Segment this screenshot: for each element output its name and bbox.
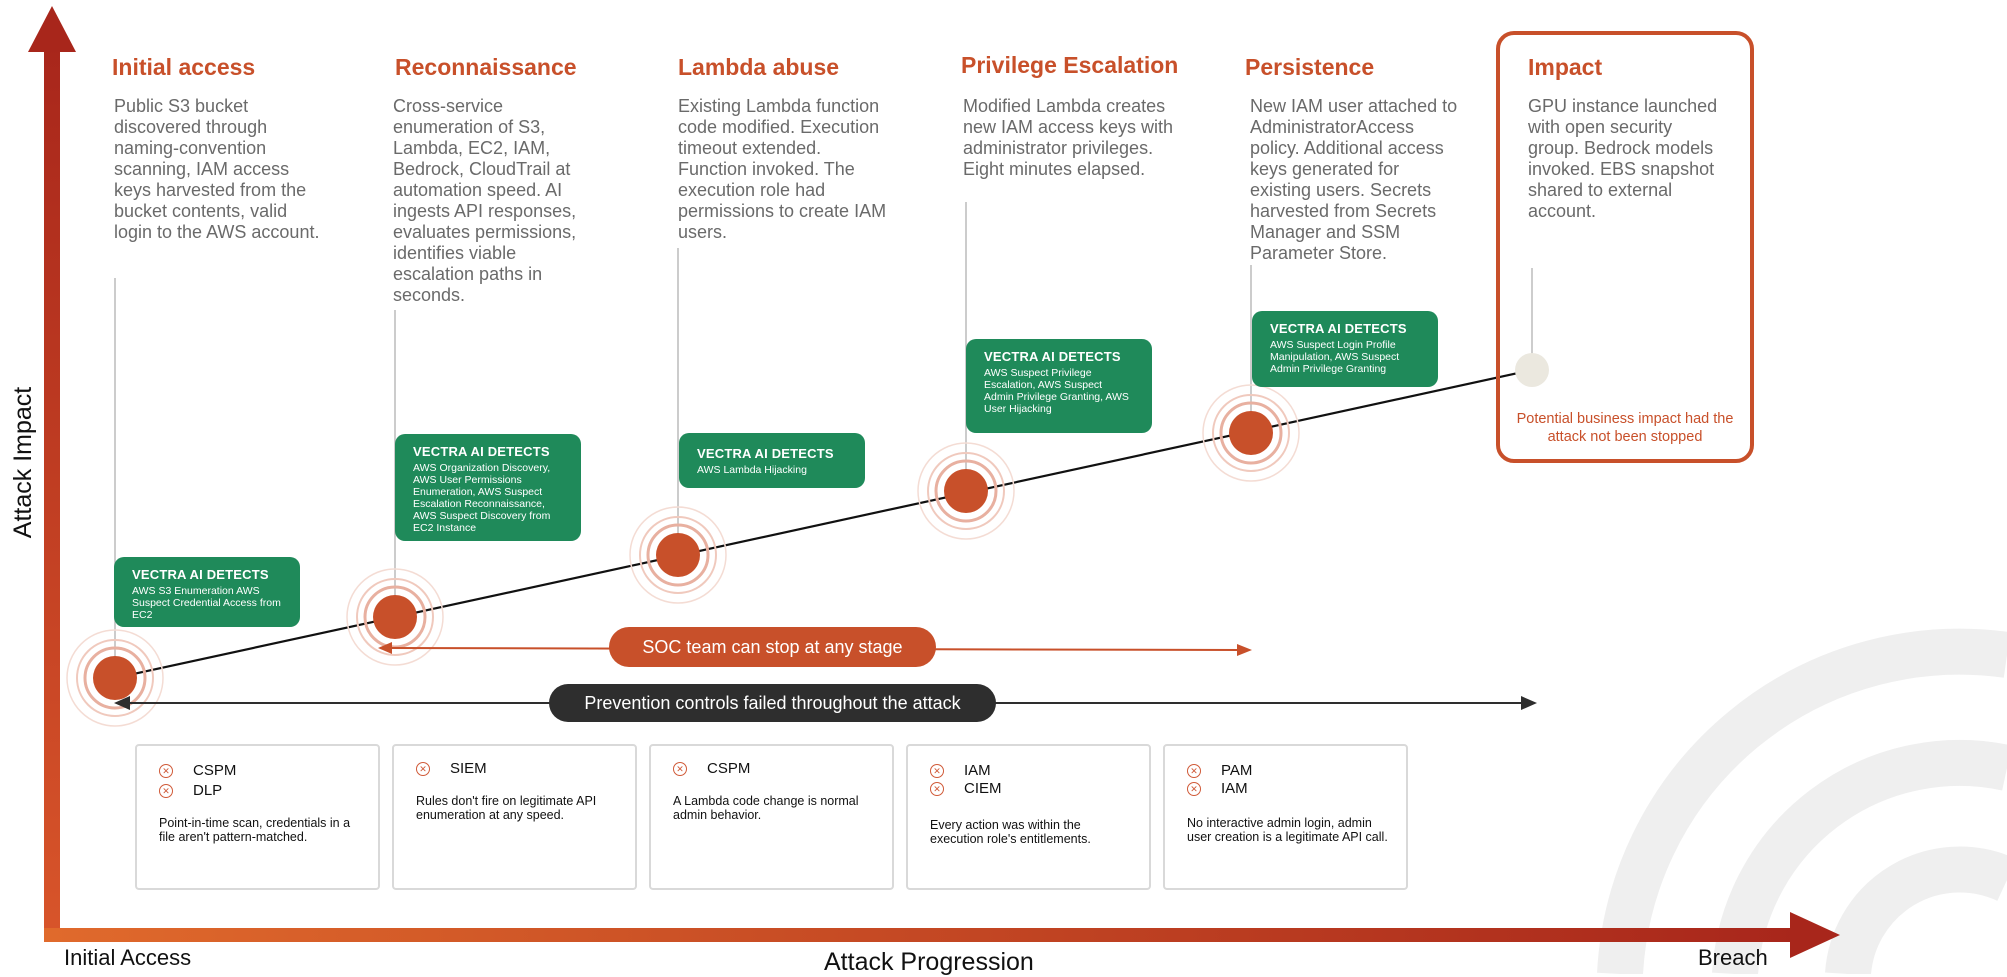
stage-title-lambda-abuse: Lambda abuse <box>678 54 840 80</box>
control-name: PAM <box>1221 762 1253 779</box>
x-axis-start-label: Initial Access <box>64 945 192 970</box>
failed-controls-card-4: ✕ IAM ✕ CIEM Every action was within the e… <box>906 744 1151 890</box>
detect-header: VECTRA AI DETECTS <box>132 567 269 582</box>
x-circle-icon: ✕ <box>416 761 430 776</box>
stage-node-4 <box>917 442 1015 540</box>
vectra-detect-card-persistence: VECTRA AI DETECTS AWS Suspect Login Prof… <box>1252 311 1438 387</box>
control-failure-note: Every action was within the execution ro… <box>930 818 1091 846</box>
x-axis-label: Attack Progression <box>824 948 1034 976</box>
control-name: DLP <box>193 782 223 799</box>
y-axis <box>28 6 76 940</box>
x-circle-icon: ✕ <box>930 781 944 796</box>
stage-description-persistence: New IAM user attached to AdministratorAc… <box>1250 96 1458 263</box>
attack-timeline <box>114 368 1533 680</box>
control-name: CIEM <box>964 780 1002 797</box>
failed-controls-card-5: ✕ PAM ✕ IAM No interactive admin login, ad… <box>1163 744 1408 890</box>
control-item: ✕ IAM <box>1187 780 1248 797</box>
control-failure-note: No interactive admin login, admin user c… <box>1187 816 1388 844</box>
detect-body: AWS Suspect Privilege Escalation, AWS Su… <box>984 367 1129 415</box>
stage-description-privilege-escalation: Modified Lambda creates new IAM access k… <box>963 96 1174 179</box>
stage-description-reconnaissance: Cross-service enumeration of S3, Lambda,… <box>393 96 577 305</box>
detect-body: AWS Lambda Hijacking <box>697 464 807 476</box>
x-circle-icon: ✕ <box>1187 781 1201 796</box>
x-circle-icon: ✕ <box>1187 763 1201 778</box>
x-axis-end-label: Breach <box>1698 945 1768 970</box>
control-item: ✕ CSPM <box>673 760 750 777</box>
x-axis <box>44 912 1840 958</box>
prevention-failed-label: Prevention controls failed throughout th… <box>549 684 996 722</box>
detect-header: VECTRA AI DETECTS <box>697 446 834 461</box>
stage-title-privilege-escalation: Privilege Escalation <box>961 52 1179 78</box>
detect-body: AWS Organization Discovery, AWS User Per… <box>413 462 551 534</box>
stage-node-2 <box>346 568 444 666</box>
stage-description-lambda-abuse: Existing Lambda function code modified. … <box>678 96 887 242</box>
failed-controls-card-1: ✕ CSPM ✕ DLP Point-in-time scan, credentia… <box>135 744 380 890</box>
detect-body: AWS S3 Enumeration AWS Suspect Credentia… <box>132 585 281 621</box>
stage-node-3 <box>629 506 727 604</box>
failed-controls-card-2: ✕ SIEM Rules don't fire on legitimate API… <box>392 744 637 890</box>
control-item: ✕ DLP <box>159 782 222 799</box>
stage-description-initial-access: Public S3 bucket discovered through nami… <box>114 96 320 242</box>
failed-controls-card-3: ✕ CSPM A Lambda code change is normal adm… <box>649 744 894 890</box>
x-circle-icon: ✕ <box>673 761 687 776</box>
stage-title-impact: Impact <box>1528 54 1603 80</box>
stage-node-6 <box>1515 353 1549 387</box>
control-failure-note: Point-in-time scan, credentials in a fil… <box>159 816 351 844</box>
stage-title-reconnaissance: Reconnaissance <box>395 54 577 80</box>
detect-header: VECTRA AI DETECTS <box>413 444 550 459</box>
control-item: ✕ CSPM <box>159 762 236 779</box>
control-name: IAM <box>1221 780 1248 797</box>
detect-body: AWS Suspect Login Profile Manipulation, … <box>1270 339 1400 375</box>
vectra-detect-card-lambda-abuse: VECTRA AI DETECTS AWS Lambda Hijacking <box>679 433 865 488</box>
stage-title-persistence: Persistence <box>1245 54 1375 80</box>
vectra-detect-card-reconnaissance: VECTRA AI DETECTS AWS Organization Disco… <box>395 434 581 541</box>
stage-node-5 <box>1202 384 1300 482</box>
control-name: IAM <box>964 762 991 779</box>
control-failure-note: Rules don't fire on legitimate API enume… <box>416 794 597 822</box>
soc-stop-label: SOC team can stop at any stage <box>609 627 936 667</box>
logo-watermark-icon <box>1597 628 2007 974</box>
control-failure-note: A Lambda code change is normal admin beh… <box>673 794 859 822</box>
impact-box <box>1496 31 1754 463</box>
control-item: ✕ SIEM <box>416 760 487 777</box>
detect-header: VECTRA AI DETECTS <box>1270 321 1407 336</box>
x-circle-icon: ✕ <box>930 763 944 778</box>
stage-description-impact: GPU instance launched with open security… <box>1528 96 1718 221</box>
control-item: ✕ PAM <box>1187 762 1252 779</box>
control-name: CSPM <box>707 760 751 777</box>
control-item: ✕ IAM <box>930 762 991 779</box>
x-circle-icon: ✕ <box>159 783 173 798</box>
impact-note: Potential business impact had the attack… <box>1516 411 1734 445</box>
detect-header: VECTRA AI DETECTS <box>984 349 1121 364</box>
control-name: SIEM <box>450 760 487 777</box>
stage-title-initial-access: Initial access <box>112 54 256 80</box>
y-axis-label: Attack Impact <box>9 386 38 539</box>
vectra-detect-card-privilege-escalation: VECTRA AI DETECTS AWS Suspect Privilege … <box>966 339 1152 433</box>
stage-nodes <box>66 353 1549 727</box>
control-name: CSPM <box>193 762 237 779</box>
stage-node-1 <box>66 629 164 727</box>
x-circle-icon: ✕ <box>159 763 173 778</box>
vectra-detect-card-initial-access: VECTRA AI DETECTS AWS S3 Enumeration AWS… <box>114 557 300 627</box>
control-item: ✕ CIEM <box>930 780 1002 797</box>
